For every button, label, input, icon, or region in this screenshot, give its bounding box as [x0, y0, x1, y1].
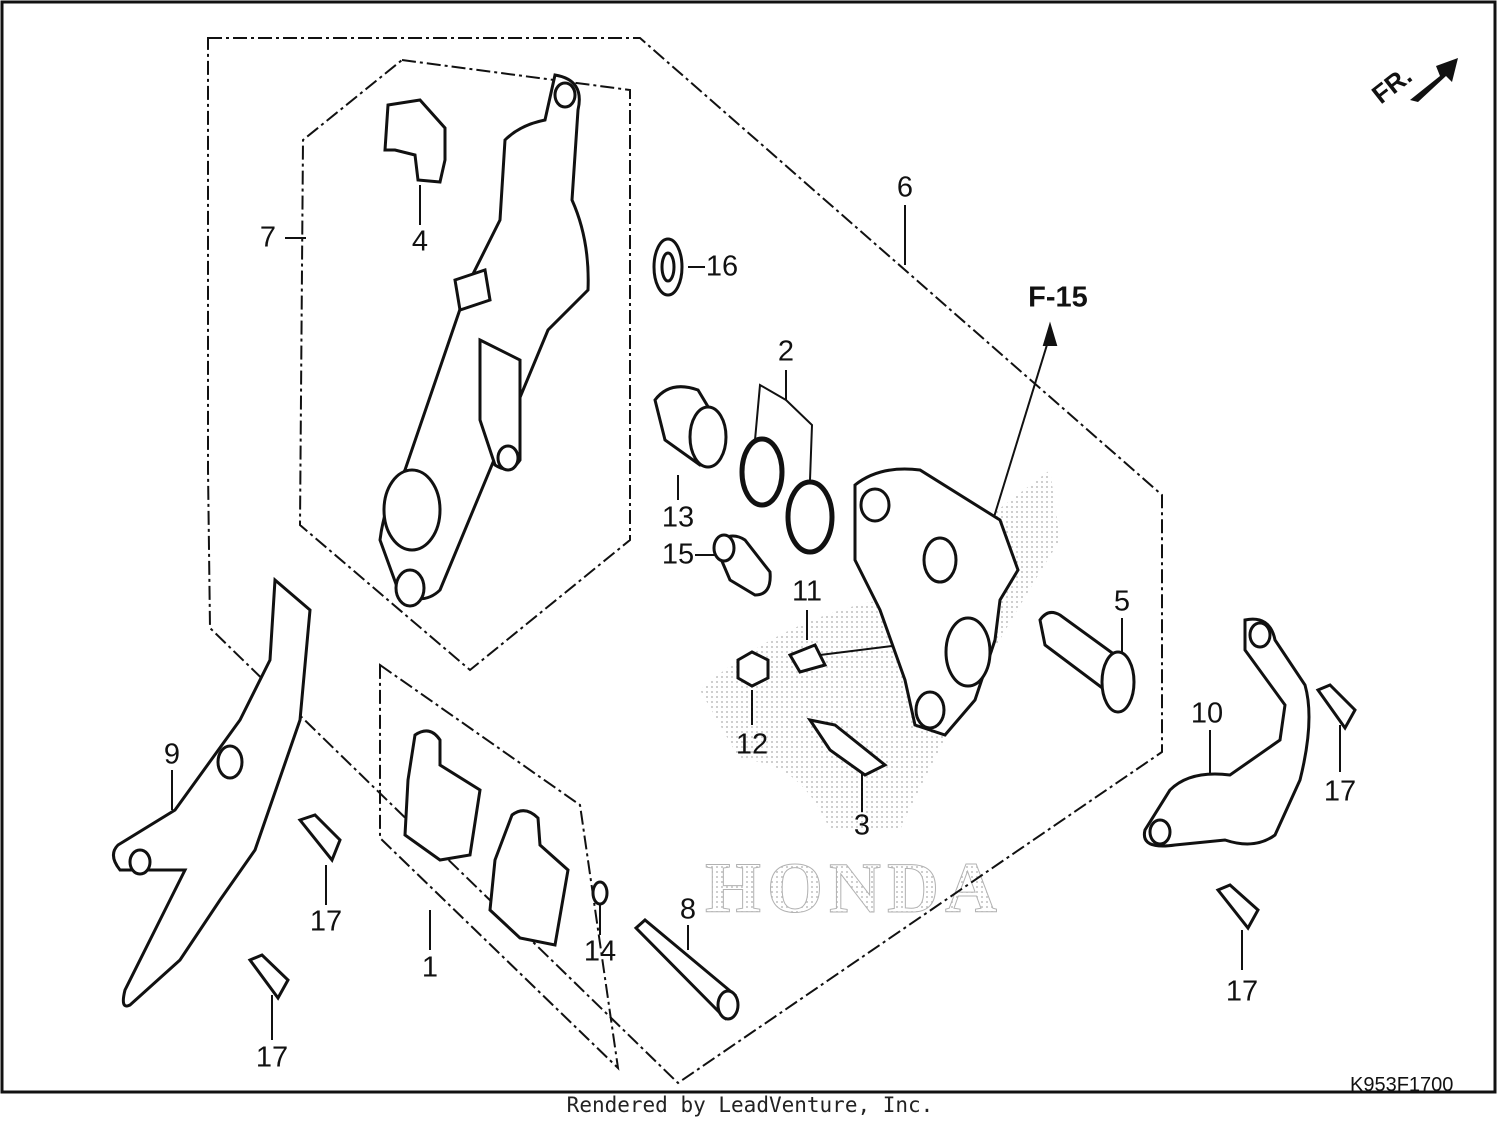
part-2-seals	[739, 436, 835, 555]
leader-lines	[171, 185, 1341, 1040]
group-outlines	[207, 37, 1163, 1085]
callout-17-left-upper: 17	[309, 905, 343, 938]
callout-8: 8	[679, 893, 697, 926]
callout-14: 14	[583, 935, 617, 968]
callout-5: 5	[1113, 585, 1131, 618]
callout-13: 13	[661, 501, 695, 534]
part-7-caliper-bracket	[378, 73, 590, 608]
bolt-left-lower	[247, 953, 290, 1001]
callout-12: 12	[735, 728, 769, 761]
reference-f15[interactable]: F-15	[1028, 281, 1088, 314]
credit-line: Rendered by LeadVenture, Inc.	[566, 1093, 934, 1117]
callout-17-right-upper: 17	[1323, 775, 1357, 808]
bolt-right-upper	[1315, 683, 1357, 731]
part-13-piston	[653, 385, 728, 469]
callout-16: 16	[705, 250, 739, 283]
part-1-brake-pads	[403, 729, 570, 947]
group-1-outline	[379, 663, 620, 1071]
part-8-pad-pin	[633, 918, 740, 1021]
callout-9: 9	[163, 738, 181, 771]
callout-6: 6	[896, 171, 914, 204]
part-9-guard	[112, 576, 312, 1008]
part-10-rear-guard	[1142, 617, 1311, 848]
outer-border	[0, 0, 1497, 1094]
callout-15: 15	[661, 538, 695, 571]
callout-11: 11	[791, 575, 823, 608]
callout-2: 2	[777, 335, 795, 368]
group-7-outline	[298, 58, 631, 672]
callout-1: 1	[421, 951, 439, 984]
callout-17-left-lower: 17	[255, 1041, 289, 1074]
part-16-seal	[652, 237, 684, 297]
part-6-caliper-body	[853, 467, 1020, 737]
bolts-17	[247, 683, 1357, 1001]
callout-7: 7	[259, 221, 277, 254]
bolt-right-lower	[1215, 883, 1260, 931]
callout-17-right-lower: 17	[1225, 975, 1259, 1008]
svg-text:HONDA: HONDA	[705, 848, 1003, 928]
part-11-bleeder-screw	[787, 643, 828, 674]
callout-3: 3	[853, 809, 871, 842]
callout-10: 10	[1190, 697, 1224, 730]
callout-4: 4	[411, 225, 429, 258]
part-4-pad-spring	[383, 98, 447, 184]
part-14-washer	[591, 880, 609, 906]
part-12-nut	[736, 650, 770, 688]
part-5-slide-pin	[1038, 610, 1136, 714]
group-6-outline	[207, 37, 1163, 1085]
part-3-retainer	[806, 717, 888, 777]
part-15-bleeder	[712, 533, 772, 597]
diagram-code: K953F1700	[1350, 1074, 1454, 1096]
front-arrow-icon	[1410, 58, 1458, 102]
bolt-left-upper	[297, 813, 342, 863]
